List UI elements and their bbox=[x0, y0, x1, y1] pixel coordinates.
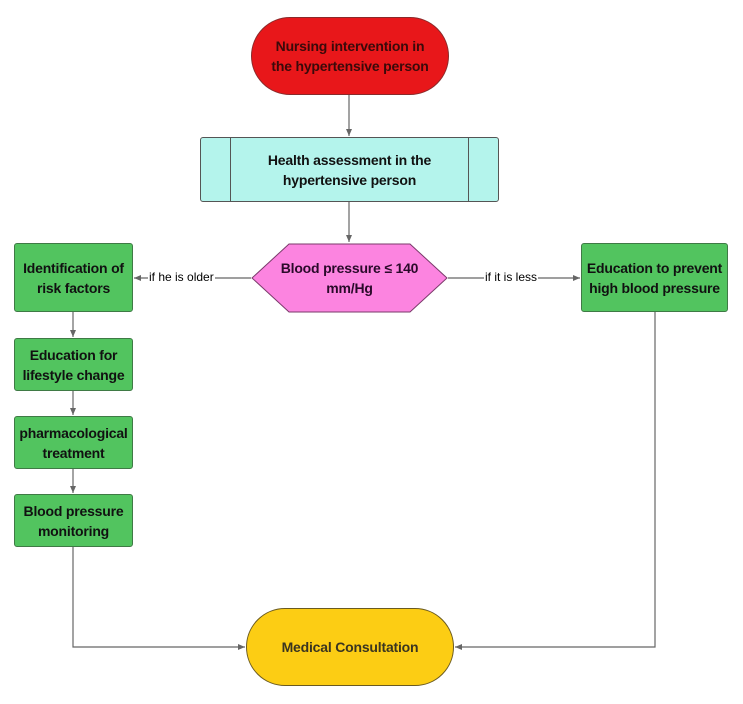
edge-prevention-consultation bbox=[455, 312, 656, 650]
edge-label-older: if he is older bbox=[148, 270, 215, 284]
subprocess-right-bar bbox=[468, 138, 469, 201]
lifestyle-education-node: Education for lifestyle change bbox=[14, 338, 133, 391]
node-label: Identification of risk factors bbox=[23, 259, 124, 296]
node-label: Education for lifestyle change bbox=[22, 346, 125, 383]
node-label: Blood pressure monitoring bbox=[23, 502, 124, 539]
blood-pressure-decision-node: Blood pressure ≤ 140 mm/Hg bbox=[251, 243, 448, 313]
node-label: Nursing intervention in the hypertensive… bbox=[271, 38, 429, 74]
risk-factors-node: Identification of risk factors bbox=[14, 243, 133, 312]
edge-label-less: if it is less bbox=[484, 270, 539, 284]
node-label: pharmacological treatment bbox=[19, 424, 128, 461]
start-node-nursing-intervention: Nursing intervention in the hypertensive… bbox=[251, 17, 449, 95]
node-label: Health assessment in the hypertensive pe… bbox=[267, 151, 432, 188]
pharmacological-treatment-node: pharmacological treatment bbox=[14, 416, 133, 469]
prevention-education-node: Education to prevent high blood pressure bbox=[581, 243, 728, 312]
end-node-medical-consultation: Medical Consultation bbox=[246, 608, 454, 686]
node-label: Medical Consultation bbox=[281, 639, 419, 655]
bp-monitoring-node: Blood pressure monitoring bbox=[14, 494, 133, 547]
subprocess-left-bar bbox=[230, 138, 231, 201]
hexagon-shape bbox=[251, 243, 448, 313]
node-label: Education to prevent high blood pressure bbox=[586, 259, 723, 296]
node-label: Blood pressure ≤ 140 mm/Hg bbox=[280, 260, 419, 296]
health-assessment-node: Health assessment in the hypertensive pe… bbox=[200, 137, 499, 202]
edge-monitoring-consultation bbox=[72, 547, 245, 650]
